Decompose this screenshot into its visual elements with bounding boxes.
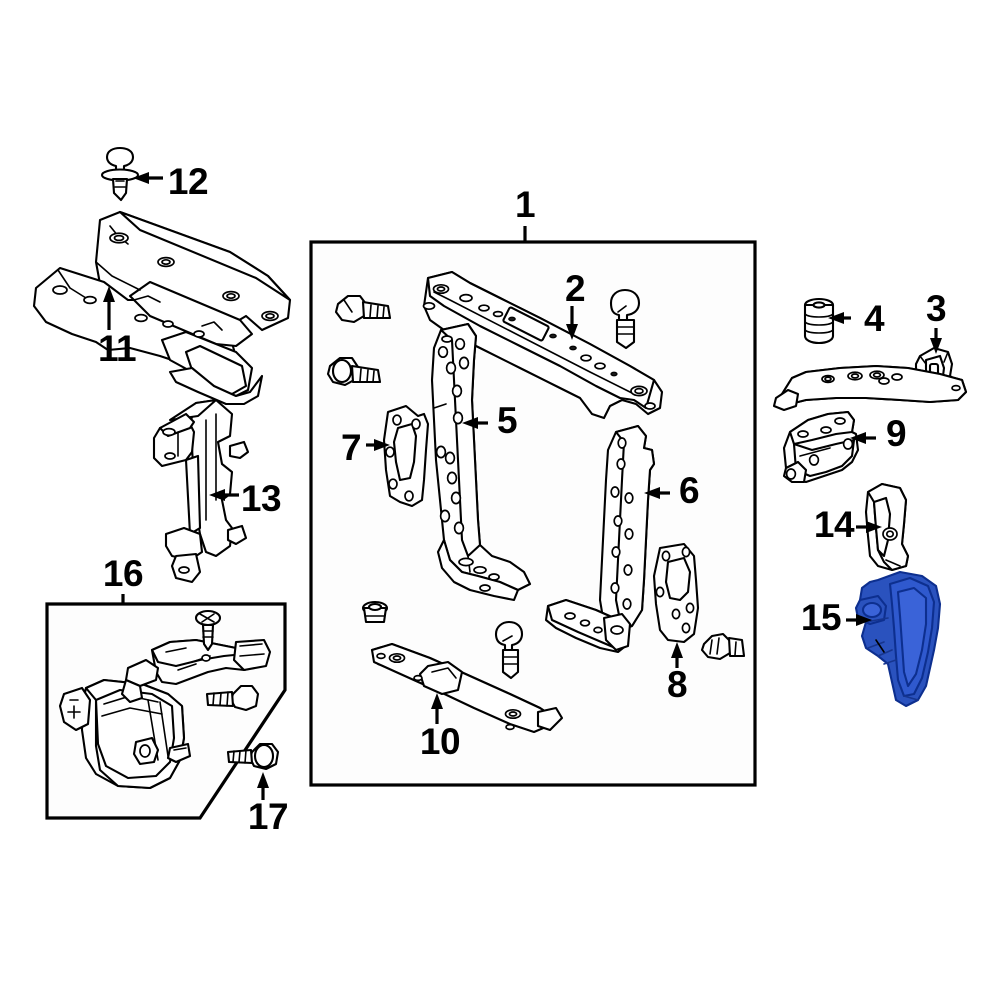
fastener-bolt-lower-left-main[interactable]: [326, 356, 382, 387]
callout-arrow-6: [644, 487, 670, 499]
callout-arrow-17: [257, 772, 269, 800]
callout-label-10: 10: [420, 721, 460, 762]
callout-arrow-3: [930, 328, 942, 354]
part-8-right-reinforcement-plate[interactable]: [652, 542, 700, 644]
part-9-upper-side-bracket[interactable]: [782, 410, 860, 484]
fastener-bolt-upper-left-main[interactable]: [334, 294, 392, 324]
callout-arrow-15: [846, 614, 872, 626]
fastener-bolt-upper-right-main[interactable]: [609, 288, 641, 350]
callout-label-14: 14: [814, 504, 855, 545]
part-4-rubber-cushion-grommet[interactable]: [803, 297, 835, 345]
callout-label-7: 7: [341, 427, 361, 468]
callout-arrow-4: [828, 312, 851, 324]
callout-arrow-12: [133, 172, 163, 184]
fastener-bolt-center-lower-main[interactable]: [494, 620, 524, 680]
callout-label-16: 16: [103, 553, 143, 594]
callout-label-5: 5: [497, 400, 517, 441]
callout-arrow-14: [856, 521, 882, 533]
part-16-sensor-module[interactable]: [58, 678, 192, 790]
fastener-bolt-sensor-right[interactable]: [205, 684, 260, 712]
callout-arrow-5: [462, 417, 488, 429]
part-5-left-side-support-rail[interactable]: [430, 322, 532, 602]
part-11-upper-support-cover[interactable]: [32, 210, 292, 406]
callout-arrow-13: [209, 489, 239, 501]
part-12-push-pin-clip[interactable]: [100, 146, 140, 202]
part-10-lower-cross-member[interactable]: [370, 642, 564, 734]
callout-arrow-8: [671, 642, 683, 668]
callout-label-4: 4: [864, 298, 885, 339]
fastener-bolt-right-lower-main[interactable]: [700, 632, 746, 661]
part-upper-right-tie-bar[interactable]: [772, 364, 968, 412]
callout-label-9: 9: [886, 413, 906, 454]
part-13-side-mounting-bracket[interactable]: [152, 398, 250, 584]
part-7-left-reinforcement-plate[interactable]: [382, 404, 430, 508]
callout-arrow-10: [431, 693, 443, 724]
callout-arrow-2: [566, 306, 578, 340]
callout-label-2: 2: [565, 268, 585, 309]
part-15-right-air-deflector-bracket[interactable]: [854, 570, 942, 708]
part-6-right-side-support-rail[interactable]: [544, 424, 656, 654]
part-2-upper-tie-bar[interactable]: [422, 270, 664, 420]
callout-label-17: 17: [248, 796, 288, 837]
callout-label-13: 13: [241, 478, 281, 519]
fastener-grommet-lower-left-main[interactable]: [361, 600, 389, 624]
callout-label-11: 11: [98, 328, 136, 369]
part-17-sensor-mounting-bolt[interactable]: [226, 742, 280, 771]
callout-arrow-9: [850, 432, 876, 444]
part-16-sensor-bracket[interactable]: [120, 638, 272, 704]
callout-label-1: 1: [515, 184, 535, 225]
callout-label-8: 8: [667, 664, 687, 705]
callout-arrow-7: [366, 439, 390, 451]
callout-label-3: 3: [926, 288, 946, 329]
callout-arrow-11: [103, 286, 115, 330]
callout-label-6: 6: [679, 470, 699, 511]
fastener-screw-sensor-top[interactable]: [194, 609, 222, 652]
callout-label-15: 15: [801, 597, 841, 638]
callout-label-12: 12: [168, 161, 208, 202]
